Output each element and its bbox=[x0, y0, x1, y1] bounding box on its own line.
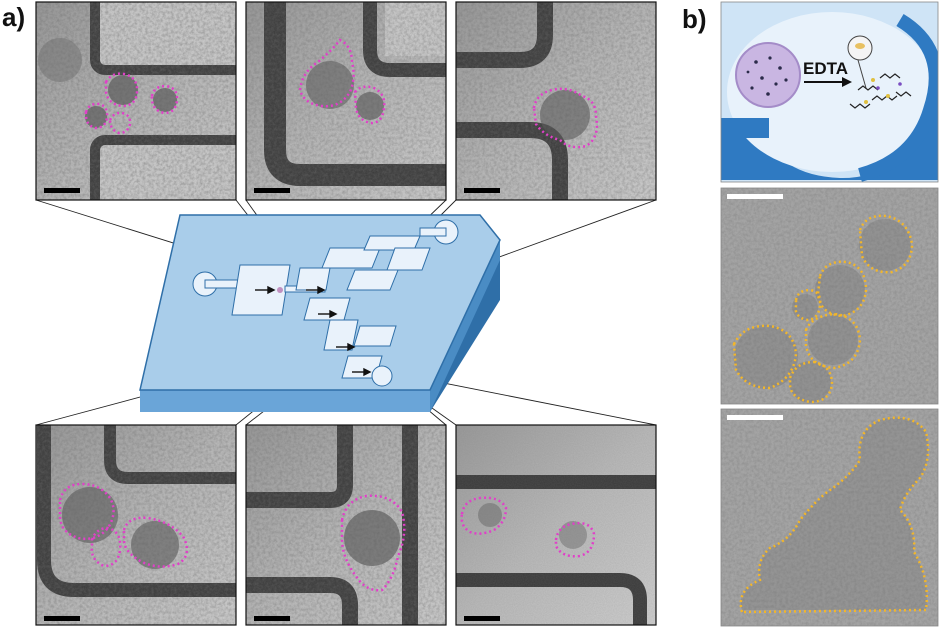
scale-bar bbox=[254, 616, 290, 621]
cell-outline-b-bottom bbox=[739, 416, 930, 614]
cell-outlines-top-right bbox=[532, 87, 599, 149]
schematic-frame bbox=[720, 1, 939, 183]
cell-outlines-bottom-left bbox=[58, 482, 189, 568]
micrograph-frame bbox=[245, 424, 447, 626]
micrograph-frame bbox=[35, 1, 237, 201]
scale-bar bbox=[464, 616, 500, 621]
micrograph-bottom-middle bbox=[246, 425, 446, 625]
cell-outlines-bottom-middle bbox=[340, 494, 406, 592]
scale-bar bbox=[44, 188, 80, 193]
micrograph-b-top bbox=[721, 188, 938, 404]
scale-bar bbox=[44, 616, 80, 621]
micrograph-frame bbox=[455, 1, 657, 201]
edta-schematic: EDTA bbox=[721, 2, 938, 182]
cell-outlines-top-left bbox=[84, 72, 179, 135]
cell-outlines-bottom-right bbox=[460, 496, 596, 558]
cell-outlines-top-middle bbox=[298, 38, 386, 125]
scale-bar bbox=[254, 188, 290, 193]
micrograph-frame bbox=[455, 424, 657, 626]
scale-bar bbox=[727, 415, 783, 420]
panel-b-label: b) bbox=[682, 4, 707, 34]
micrograph-bottom-left bbox=[36, 425, 236, 625]
micrograph-top-middle bbox=[246, 2, 446, 200]
micrograph-frame bbox=[245, 1, 447, 201]
edta-label: EDTA bbox=[803, 59, 848, 78]
cell-outlines-b-top bbox=[732, 214, 914, 404]
micrograph-bottom-right bbox=[456, 425, 656, 625]
micrograph-frame bbox=[35, 424, 237, 626]
micrograph-b-bottom bbox=[721, 409, 938, 626]
micrograph-top-left bbox=[36, 2, 236, 200]
scale-bar bbox=[464, 188, 500, 193]
microfluidic-chip bbox=[139, 214, 501, 412]
flow-arrows bbox=[255, 285, 372, 377]
panel-a-label: a) bbox=[2, 2, 26, 32]
scale-bar bbox=[727, 194, 783, 199]
micrograph-top-right bbox=[456, 2, 656, 200]
